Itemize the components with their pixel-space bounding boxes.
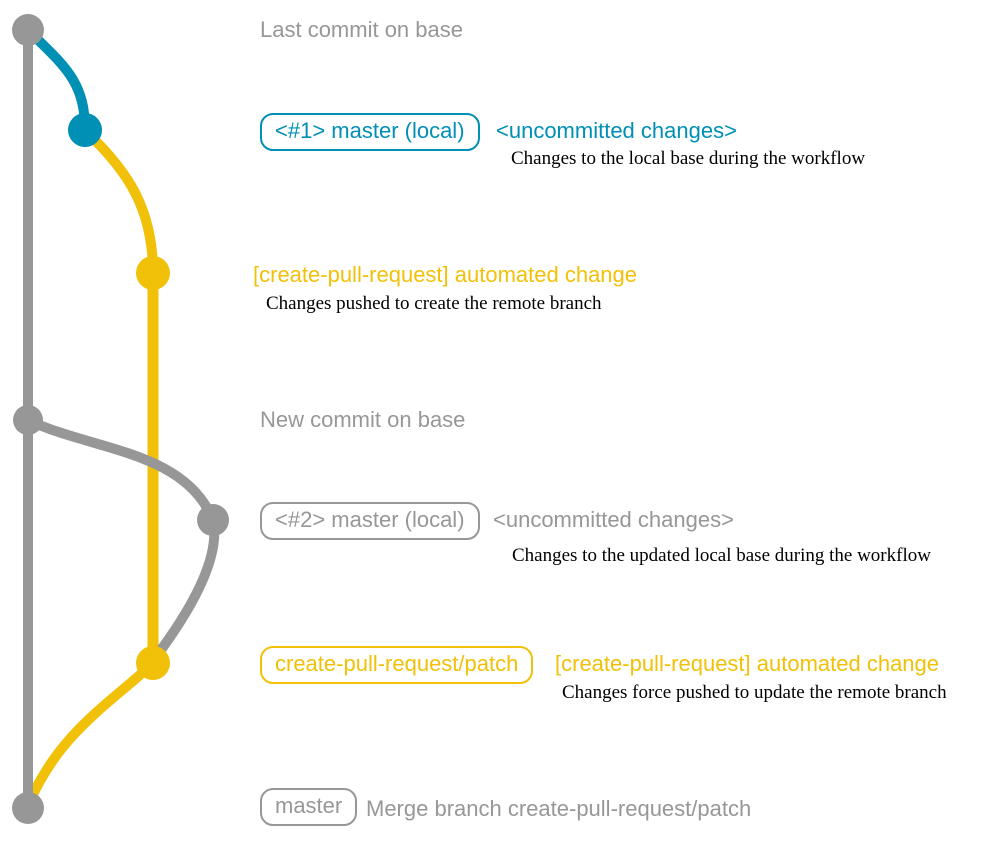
commit-message-new-base: New commit on base [260,407,466,432]
commit-dot-merge [12,792,44,824]
commit-note-local-1: Changes to the local base during the wor… [511,148,866,169]
commit-note-local-2: Changes to the updated local base during… [512,545,931,566]
branch-curve-patch-merge [23,658,158,811]
commit-dot-new-base [13,405,43,435]
branch-curve-local2-to-patch [150,515,220,663]
branch-curve-base-to-local2 [23,415,218,525]
commit-dot-cpr-2 [136,646,170,680]
commit-message-cpr-2: [create-pull-request] automated change [555,651,940,676]
commit-dot-local-1 [68,113,102,147]
branch-label-cpr-patch: create-pull-request/patch [260,646,534,684]
commit-dot-last-base [12,14,44,46]
branch-curve-patch-create [80,125,158,278]
branch-label-master-local-2: <#2> master (local) [260,502,480,540]
git-graph [12,14,229,824]
commit-message-local-2: <uncommitted changes> [493,507,734,532]
branch-label-master-local-1: <#1> master (local) [260,113,480,151]
commit-message-cpr-1: [create-pull-request] automated change [253,262,638,287]
branch-curve-local-master [23,25,90,135]
branch-label-master: master [260,788,358,826]
commit-message-local-1: <uncommitted changes> [496,118,737,143]
commit-dot-local-2 [197,504,229,536]
commit-message-merge: Merge branch create-pull-request/patch [366,796,752,821]
commit-note-cpr-2: Changes force pushed to update the remot… [562,682,947,703]
commit-message-last-base: Last commit on base [260,17,463,42]
commit-dot-cpr-1 [136,256,170,290]
commit-note-cpr-1: Changes pushed to create the remote bran… [266,293,602,314]
